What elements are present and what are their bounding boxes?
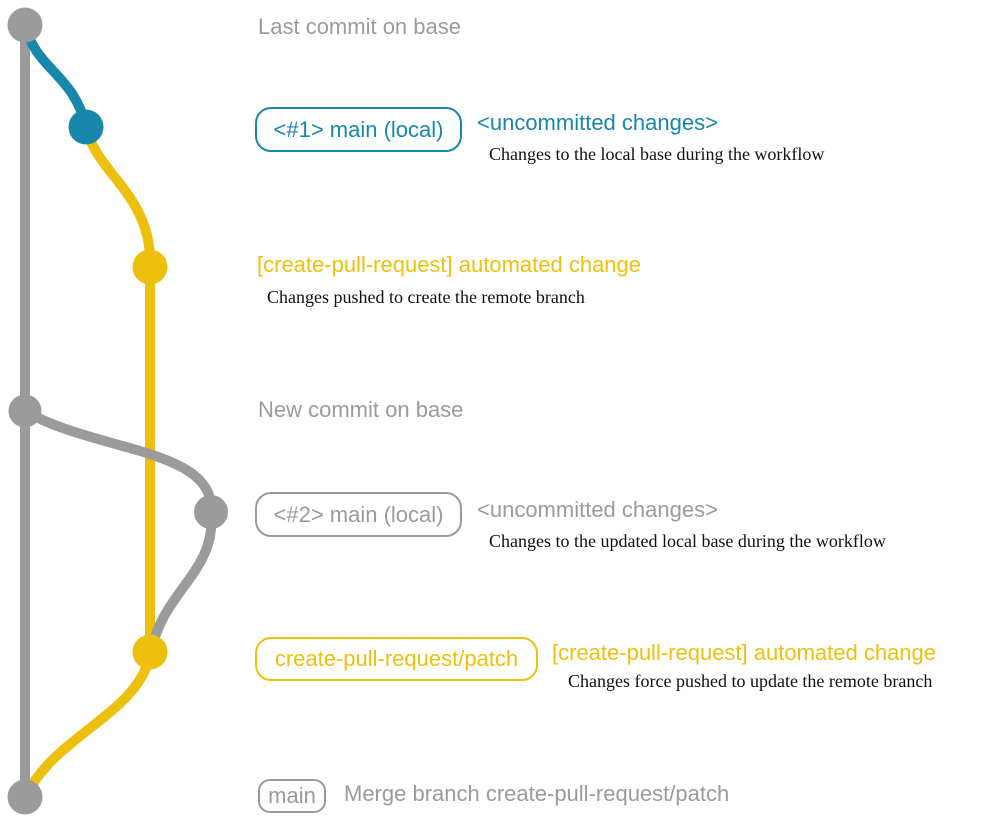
label-new-commit-on-base: New commit on base (258, 397, 464, 422)
branch-badge-main: main (258, 779, 326, 813)
branch-badge-label: main (268, 783, 316, 808)
commit-dot-last-base (7, 7, 43, 43)
commit-dot-new-base (8, 394, 42, 428)
branch-badge-label: <#2> main (local) (273, 501, 444, 527)
branch-badge-patch: create-pull-request/patch (255, 637, 538, 681)
branch-badge-main-local-1: <#1> main (local) (255, 107, 462, 152)
commit-dot-automated-1 (132, 249, 168, 285)
branch-badge-label: <#1> main (local) (273, 116, 444, 142)
label-automated-change-2: [create-pull-request] automated change (552, 640, 937, 665)
patch-branch-line (81, 122, 155, 657)
caption-force-pushed: Changes force pushed to update the remot… (568, 671, 933, 691)
rebase-curve (20, 406, 217, 657)
merge-curve (21, 647, 155, 802)
branch-badge-main-local-2: <#2> main (local) (255, 492, 462, 537)
label-merge-branch: Merge branch create-pull-request/patch (344, 781, 730, 806)
commit-dot-local-1 (68, 109, 104, 145)
branch-graph (7, 7, 228, 815)
label-uncommitted-changes-2: <uncommitted changes> (477, 497, 718, 522)
label-uncommitted-changes-1: <uncommitted changes> (477, 110, 718, 135)
caption-local-changes-1: Changes to the local base during the wor… (489, 144, 825, 164)
caption-local-changes-2: Changes to the updated local base during… (489, 531, 886, 551)
branch-badge-label: create-pull-request/patch (274, 646, 519, 671)
label-last-commit-on-base: Last commit on base (258, 14, 461, 39)
commit-dot-merge (7, 779, 43, 815)
caption-pushed-create: Changes pushed to create the remote bran… (267, 287, 585, 307)
local-change-curve-1 (20, 20, 91, 132)
label-automated-change-1: [create-pull-request] automated change (257, 252, 642, 277)
commit-dot-automated-2 (132, 634, 168, 670)
commit-dot-local-2 (194, 495, 228, 529)
